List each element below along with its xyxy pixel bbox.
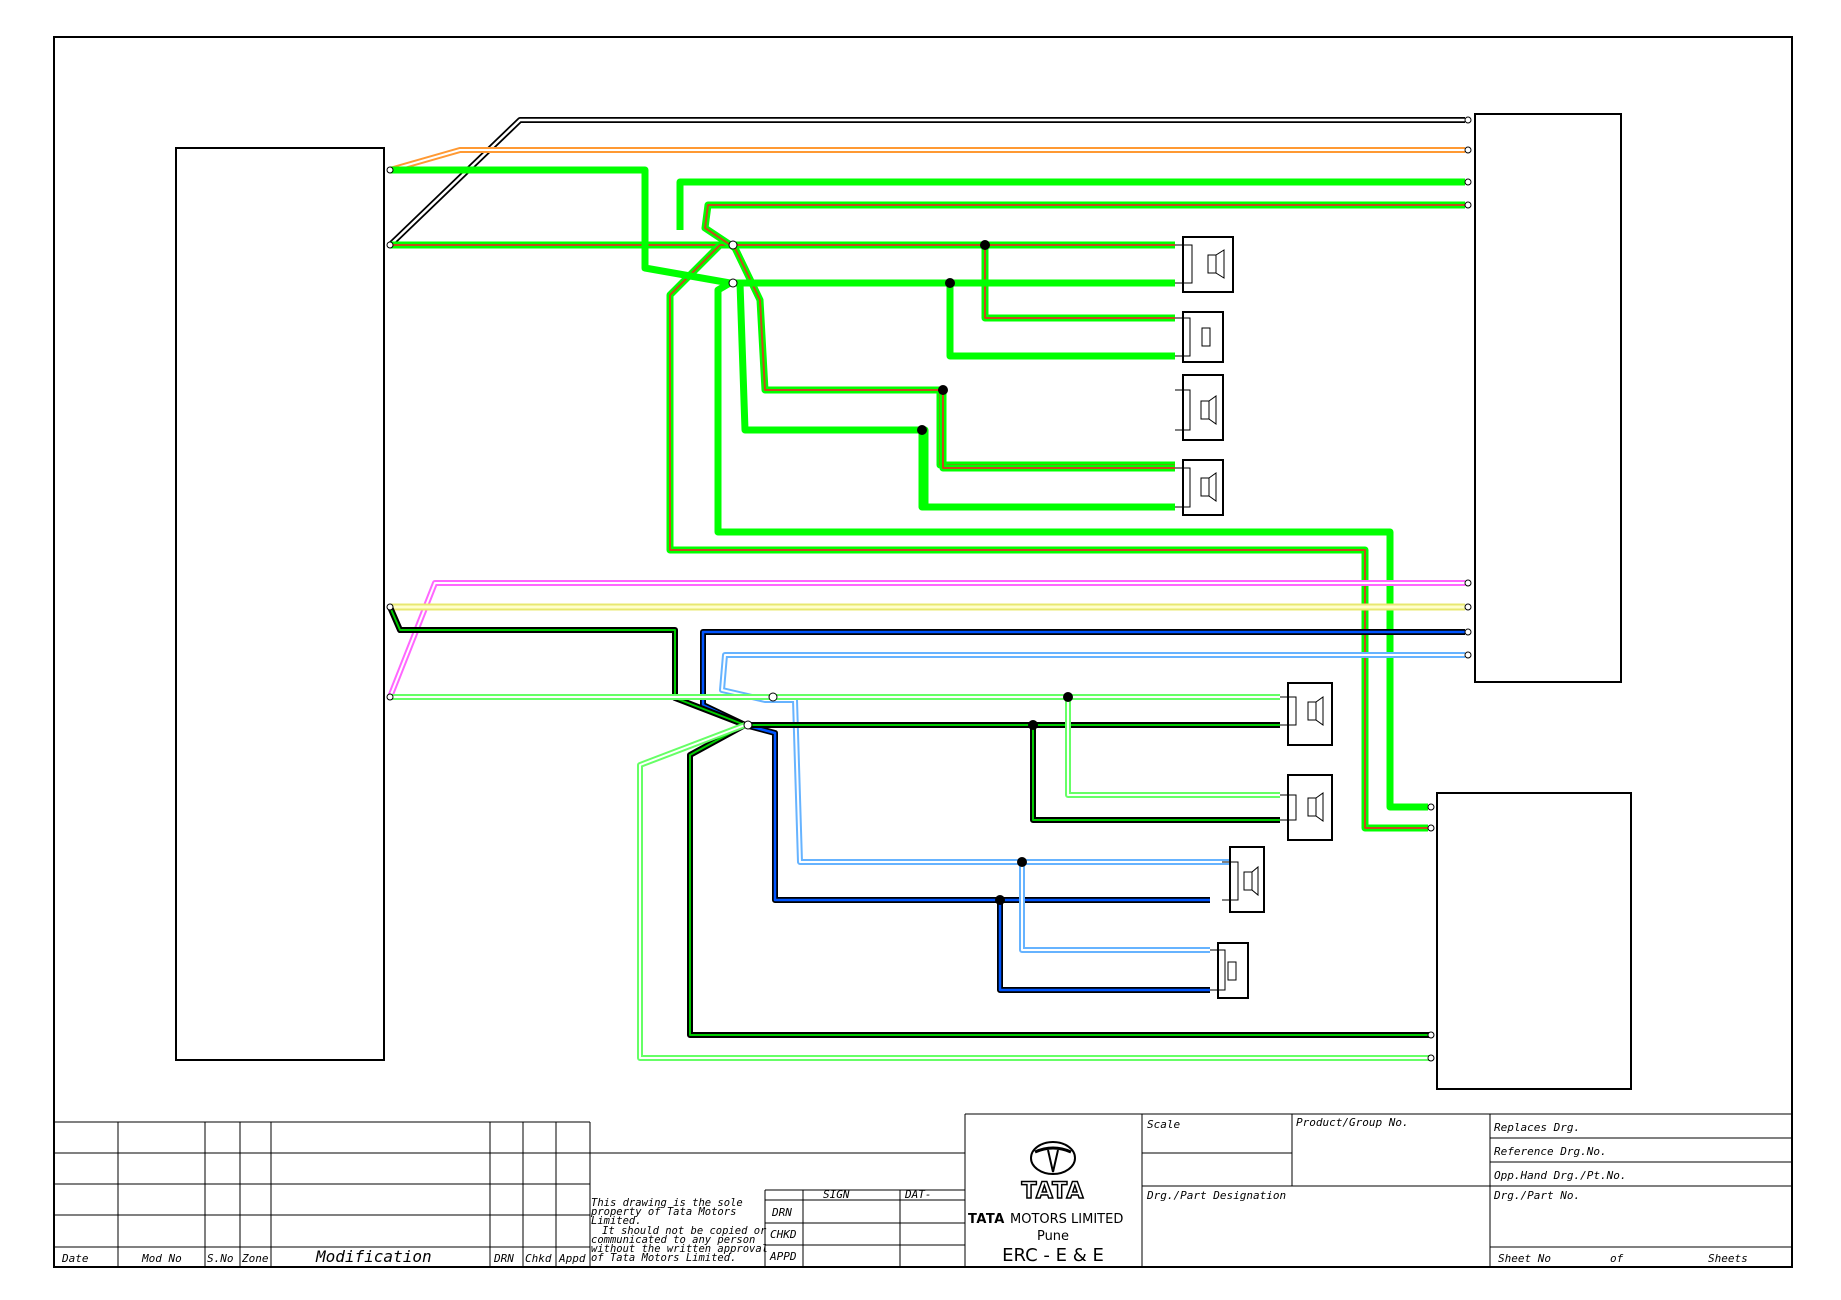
speaker-icon bbox=[1175, 311, 1224, 363]
wire-light-green-set bbox=[390, 694, 1433, 1061]
label-of: of bbox=[1610, 1252, 1624, 1265]
speaker-icon bbox=[1280, 682, 1333, 746]
speakers-top bbox=[1175, 236, 1234, 516]
label-sheets: Sheets bbox=[1708, 1252, 1748, 1265]
wires-bottom-group bbox=[387, 580, 1465, 1061]
rev-col-appd: Appd bbox=[558, 1252, 586, 1265]
label-scale: Scale bbox=[1147, 1118, 1180, 1131]
rev-col-drn: DRN bbox=[493, 1252, 514, 1265]
notice-line: This drawing is the sole bbox=[591, 1197, 743, 1209]
label-reference: Reference Drg.No. bbox=[1494, 1145, 1607, 1158]
right-top-module-box bbox=[1474, 113, 1622, 683]
junction-dots bbox=[917, 240, 1073, 905]
approval-drn-label: DRN bbox=[771, 1206, 792, 1219]
rev-col-s-no: S.No bbox=[207, 1252, 234, 1265]
wire-green-set bbox=[390, 166, 1465, 811]
label-part-no: Drg./Part No. bbox=[1493, 1189, 1580, 1202]
approval-chkd-label: CHKD bbox=[770, 1228, 797, 1241]
notice-line: Limited. bbox=[591, 1215, 642, 1227]
rev-col-date: Date bbox=[61, 1252, 89, 1265]
label-designation: Drg./Part Designation bbox=[1146, 1189, 1286, 1202]
notice-line: of Tata Motors Limited. bbox=[591, 1252, 736, 1264]
label-product-group: Product/Group No. bbox=[1296, 1116, 1409, 1129]
approval-appd-label: APPD bbox=[769, 1250, 797, 1263]
notice-line: without the written approval bbox=[591, 1243, 768, 1255]
company-name-bold: TATA bbox=[968, 1212, 1005, 1227]
rev-col-zone: Zone bbox=[241, 1252, 269, 1265]
tata-logo: TATA bbox=[1021, 1141, 1085, 1205]
speaker-icon bbox=[1175, 374, 1224, 441]
drawing-border bbox=[53, 36, 1793, 1268]
right-bottom-module-box bbox=[1436, 792, 1632, 1090]
company-name: MOTORS LIMITED bbox=[1010, 1212, 1123, 1227]
speaker-icon bbox=[1280, 774, 1333, 841]
speaker-icon bbox=[1175, 236, 1234, 293]
speaker-icon bbox=[1222, 846, 1265, 913]
connector-terminals bbox=[386, 116, 1472, 1062]
wire-magenta-white bbox=[387, 580, 1465, 699]
title-block-lines bbox=[54, 1113, 1792, 1267]
rev-col-modification: Modification bbox=[315, 1247, 432, 1266]
wire-black-green-set bbox=[387, 605, 1433, 1038]
rev-col-mod-no: Mod No bbox=[141, 1252, 182, 1265]
left-module-box bbox=[175, 147, 385, 1061]
speaker-icon bbox=[1175, 459, 1224, 516]
label-opp-hand: Opp.Hand Drg./Pt.No. bbox=[1494, 1169, 1626, 1182]
label-sheet-no: Sheet No bbox=[1498, 1252, 1551, 1265]
wires-top-group bbox=[387, 117, 1465, 832]
rev-col-chkd: Chkd bbox=[525, 1252, 552, 1265]
notice-line: communicated to any person bbox=[591, 1234, 755, 1246]
wire-green-red-set bbox=[390, 201, 1465, 832]
approval-sign-label: SIGN bbox=[823, 1188, 850, 1201]
company-dept: ERC - E & E bbox=[1002, 1245, 1104, 1266]
speaker-icon bbox=[1210, 942, 1249, 999]
approval-date-label: DAT- bbox=[904, 1188, 932, 1201]
company-city: Pune bbox=[1037, 1229, 1069, 1244]
notice-line: It should not be copied or bbox=[602, 1225, 767, 1237]
speakers-bottom bbox=[1210, 682, 1333, 999]
tata-logo-wordmark: TATA bbox=[1022, 1179, 1085, 1204]
notice-line: property of Tata Motors bbox=[590, 1206, 736, 1218]
wire-blue-black-set bbox=[700, 629, 1465, 993]
label-replaces: Replaces Drg. bbox=[1494, 1121, 1580, 1134]
